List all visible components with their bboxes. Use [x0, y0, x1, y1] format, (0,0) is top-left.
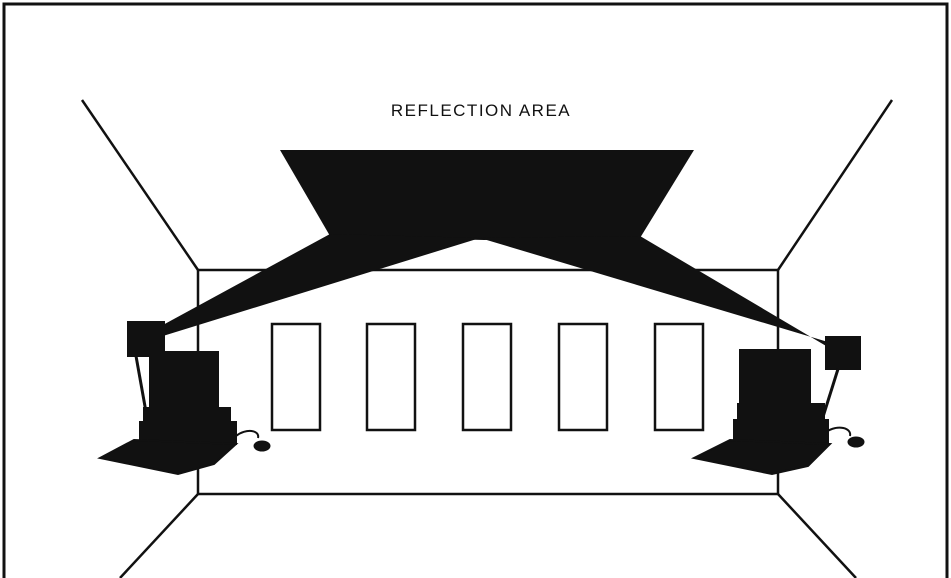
- window: [270, 322, 322, 432]
- reflection-area: [280, 150, 694, 240]
- window-row: [270, 322, 705, 432]
- ceiling-edge-right: [776, 99, 894, 271]
- diagram-title: REFLECTION AREA: [391, 101, 571, 120]
- monitor-left: [149, 351, 219, 411]
- cable-left: [235, 430, 260, 439]
- monitor-right: [739, 349, 811, 409]
- cpu-right: [733, 419, 829, 443]
- workstation-left: [97, 321, 271, 476]
- light-beam-left: [150, 234, 480, 340]
- mouse-right: [847, 436, 865, 448]
- mouse-left: [253, 440, 271, 452]
- workstation-right: [690, 336, 865, 476]
- desk-left: [97, 438, 239, 476]
- light-beam-right: [480, 236, 838, 353]
- window: [557, 322, 609, 432]
- window: [461, 322, 513, 432]
- projector-left: [127, 321, 165, 357]
- projector-right: [825, 336, 861, 370]
- projector-stand-left: [134, 355, 148, 413]
- floor-edge-right: [777, 493, 857, 578]
- floor-edge-left: [119, 493, 199, 578]
- window: [365, 322, 417, 432]
- desk-right: [690, 438, 833, 476]
- cable-right: [825, 426, 852, 437]
- window: [653, 322, 705, 432]
- ceiling-edge-left: [80, 99, 200, 271]
